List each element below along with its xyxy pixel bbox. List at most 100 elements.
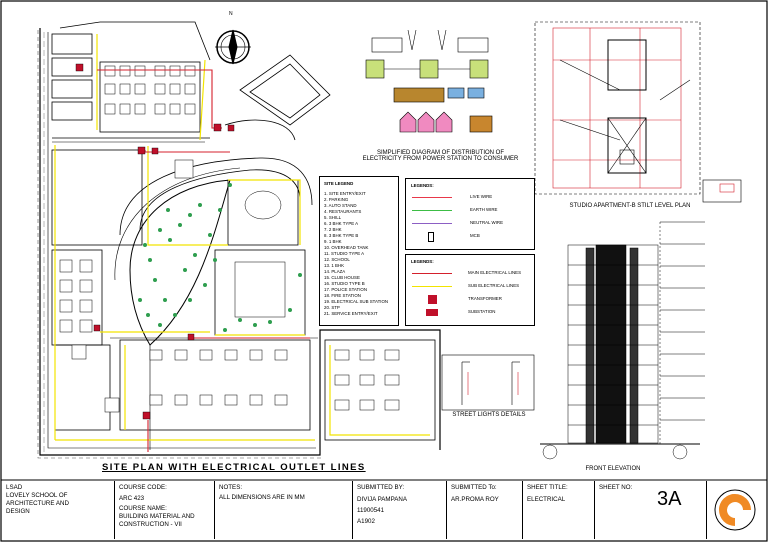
- sheet-no-cell: SHEET NO: 3A: [594, 481, 706, 539]
- legend-item: 17. POLICE STATION: [324, 287, 368, 292]
- wire-legend-title: LEGENDS:: [411, 183, 434, 188]
- school-cell: LSAD LOVELY SCHOOL OF ARCHITECTURE AND D…: [2, 481, 114, 539]
- line-legend-row: TRANSFORMER: [410, 295, 530, 305]
- legend-item: 7. 2 BHK: [324, 227, 342, 232]
- school-line: ARCHITECTURE AND: [6, 500, 69, 507]
- legend-item: 10. OVERHEAD TANK: [324, 245, 369, 250]
- sub-line-swatch: [412, 286, 452, 288]
- notes-label: NOTES:: [219, 484, 243, 491]
- legend-label: LIVE WIRE: [470, 194, 493, 199]
- legend-item: 15. CLUB HOUSE: [324, 275, 360, 280]
- earth-wire-swatch: [412, 210, 452, 212]
- north-arrow: [215, 29, 251, 65]
- stilt-level-plan: [534, 21, 742, 203]
- legend-item: 6. 3 BHK TYPE A: [324, 221, 359, 226]
- main-line-swatch: [412, 273, 452, 275]
- legend-label: SUBSTATION: [468, 309, 496, 314]
- legend-item: 14. PLAZA: [324, 269, 346, 274]
- legend-item: 19. ELECTRICAL SUB STATION: [324, 299, 389, 304]
- submitted-to-label: SUBMITTED To:: [451, 484, 497, 491]
- line-legend-title: LEGENDS:: [411, 259, 434, 264]
- substation-icon: [426, 309, 438, 316]
- legend-item: 11. STUDIO TYPE A: [324, 251, 365, 256]
- line-legend-row: SUB ELECTRICAL LINES: [410, 282, 530, 292]
- transformer-icon: [428, 295, 437, 304]
- legend-label: SUB ELECTRICAL LINES: [468, 283, 520, 288]
- legend-label: TRANSFORMER: [468, 296, 502, 301]
- legend-item: 2. PARKING: [324, 197, 349, 202]
- north-label: N: [229, 11, 233, 17]
- legend-item: 9. 1 BHK: [324, 239, 342, 244]
- course-code: ARC 423: [119, 495, 145, 502]
- mcb-icon: [428, 232, 434, 242]
- wire-legend-row: NEUTRAL WIRE: [410, 219, 530, 229]
- line-legend-row: SUBSTATION: [410, 308, 530, 318]
- submitted-by-label: SUBMITTED BY:: [357, 484, 405, 491]
- wire-legend-row: LIVE WIRE: [410, 193, 530, 203]
- legend-item: 21. SERVICE ENTRY/EXIT: [324, 311, 378, 316]
- elevation-trees: [542, 444, 688, 460]
- legend-item: 4. RESTAURANTS: [324, 209, 362, 214]
- trees: [138, 183, 302, 332]
- sheet-title-cell: SHEET TITLE: ELECTRICAL: [522, 481, 594, 539]
- line-legend: LEGENDS: MAIN ELECTRICAL LINES SUB ELECT…: [405, 254, 535, 326]
- legend-label: EARTH WIRE: [470, 207, 498, 212]
- roll-number: 11900541: [357, 507, 385, 514]
- legend-item: 13. 1 BHK: [324, 263, 345, 268]
- sheet-no-label: SHEET NO:: [599, 484, 633, 491]
- legend-item: 5. SHILL: [324, 215, 342, 220]
- logo-cell: [706, 481, 766, 539]
- school-line: DESIGN: [6, 508, 30, 515]
- transformer-markers: [75, 63, 235, 420]
- wire-legend: LEGENDS: LIVE WIRE EARTH WIRE NEUTRAL WI…: [405, 178, 535, 250]
- course-name-line: CONSTRUCTION - VII: [119, 521, 182, 528]
- legend-label: MAIN ELECTRICAL LINES: [468, 270, 522, 275]
- front-elevation-caption: FRONT ELEVATION: [585, 466, 641, 472]
- legend-item: 1. SITE ENTRY/EXIT: [324, 191, 366, 196]
- legend-item: 20. STP: [324, 305, 340, 310]
- neutral-wire-swatch: [412, 223, 452, 225]
- site-legend-list: 1. SITE ENTRY/EXIT 2. PARKING 3. AUTO ST…: [324, 191, 388, 317]
- legend-label: MCB: [470, 233, 480, 238]
- building-footprints: [59, 65, 400, 413]
- sheet-number: 3A: [657, 488, 682, 510]
- site-plan-title: SITE PLAN WITH ELECTRICAL OUTLET LINES: [102, 462, 366, 473]
- sub-electrical-lines: [54, 34, 430, 441]
- notes-text: ALL DIMENSIONS ARE IN MM: [219, 494, 305, 501]
- course-cell: COURSE CODE: ARC 423 COURSE NAME: BUILDI…: [114, 481, 214, 539]
- main-electrical-lines: [96, 69, 310, 452]
- site-legend: SITE LEGEND 1. SITE ENTRY/EXIT 2. PARKIN…: [319, 176, 399, 326]
- legend-item: 3. AUTO STAND: [324, 203, 357, 208]
- university-logo: [714, 489, 756, 531]
- course-name-label: COURSE NAME:: [119, 505, 167, 512]
- student-name: DIVIJA PAMPANA: [357, 496, 407, 503]
- legend-item: 12. SCHOOL: [324, 257, 350, 262]
- notes-cell: NOTES: ALL DIMENSIONS ARE IN MM: [214, 481, 352, 539]
- sheet-title: ELECTRICAL: [527, 496, 566, 503]
- sheet-title-label: SHEET TITLE:: [527, 484, 568, 491]
- submitted-by-cell: SUBMITTED BY: DIVIJA PAMPANA 11900541 A1…: [352, 481, 446, 539]
- school-line: LOVELY SCHOOL OF: [6, 492, 68, 499]
- distribution-diagram: [365, 29, 493, 133]
- live-wire-swatch: [412, 197, 452, 199]
- wire-legend-row: MCB: [410, 232, 530, 242]
- legend-item: 18. FIRE STATION: [324, 293, 361, 298]
- legend-item: 16. STUDIO TYPE B: [324, 281, 365, 286]
- legend-label: NEUTRAL WIRE: [470, 220, 504, 225]
- street-lights-caption: STREET LIGHTS DETAILS: [452, 412, 526, 418]
- site-legend-title: SITE LEGEND: [324, 181, 354, 186]
- line-legend-row: MAIN ELECTRICAL LINES: [410, 269, 530, 279]
- street-light-detail: [441, 354, 535, 411]
- distribution-caption: SIMPLIFIED DIAGRAM OF DISTRIBUTION OF EL…: [362, 150, 519, 162]
- legend-item: 8. 3 BHK TYPE B: [324, 233, 359, 238]
- front-elevation: [540, 221, 705, 445]
- section-code: A1902: [357, 518, 375, 525]
- stilt-plan-caption: STUDIO APARTMENT-B STILT LEVEL PLAN: [569, 203, 691, 209]
- course-name-line: BUILDING MATERIAL AND: [119, 513, 195, 520]
- wire-legend-row: EARTH WIRE: [410, 206, 530, 216]
- school-line: LSAD: [6, 484, 23, 491]
- course-code-label: COURSE CODE:: [119, 484, 167, 491]
